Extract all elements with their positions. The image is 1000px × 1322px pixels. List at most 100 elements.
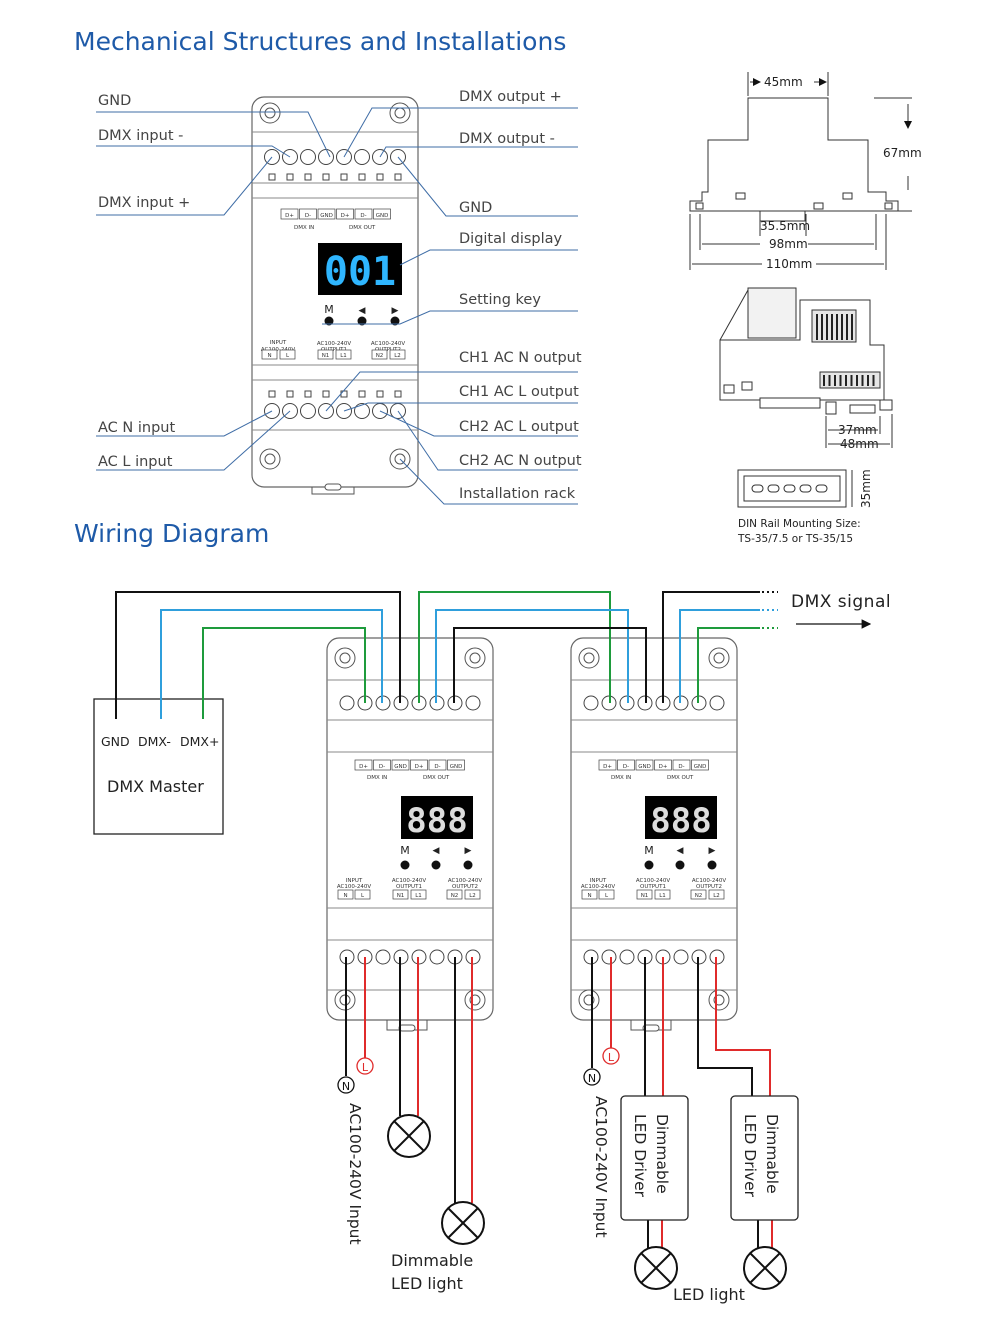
terminal-box — [447, 759, 465, 771]
bottom-terminal-hole — [601, 949, 617, 965]
bottom-screw — [304, 390, 312, 398]
rail-slot — [767, 484, 780, 493]
top-screw — [376, 173, 384, 181]
terminal-box — [336, 208, 354, 220]
dim-98mm: 98mm — [769, 237, 808, 251]
label-dmx-output-plus: DMX output + — [459, 89, 562, 105]
iso-view — [719, 287, 893, 415]
rail-slots — [751, 484, 828, 493]
terminal-label: L2 — [394, 353, 401, 359]
main-dmx-out: DMX OUT — [349, 225, 376, 231]
svg-text:INPUT: INPUT — [270, 340, 287, 346]
output-label: INPUT — [346, 878, 363, 884]
terminal-box — [410, 759, 428, 771]
terminal-label: D+ — [341, 213, 350, 219]
rail-note-1: DIN Rail Mounting Size: — [738, 518, 861, 530]
terminal-label: D- — [678, 764, 684, 770]
dim-48mm: 48mm — [840, 437, 879, 451]
terminal-box — [690, 889, 707, 900]
dmx-signal-label: DMX signal — [791, 592, 891, 612]
terminal-label: L — [286, 353, 290, 359]
terminal-label: L — [605, 893, 609, 899]
terminal-label: N1 — [641, 893, 649, 899]
device1-n-marker — [337, 1076, 355, 1094]
bottom-screw — [286, 390, 294, 398]
dim-67mm: 67mm — [883, 146, 922, 160]
lcd — [401, 796, 473, 839]
top-screw — [304, 173, 312, 181]
terminal-label: GND — [320, 213, 333, 219]
terminal-box — [354, 208, 373, 220]
svg-text:LED Driver: LED Driver — [631, 1114, 649, 1198]
label-ch2-l: CH2 AC L output — [459, 419, 579, 435]
key — [463, 860, 473, 870]
top-screw — [358, 173, 366, 181]
dmx-master-title: DMX Master — [107, 777, 204, 796]
device2-l-marker — [602, 1047, 620, 1065]
rail-note-2: TS-35/7.5 or TS-35/15 — [737, 533, 853, 545]
key — [431, 860, 441, 870]
driver-box-2 — [730, 1095, 799, 1221]
key-m-label: M — [400, 844, 410, 857]
svg-text:OUTPUT2: OUTPUT2 — [375, 347, 401, 353]
output-label: OUTPUT1 — [640, 884, 666, 890]
terminal-label: N1 — [397, 893, 405, 899]
terminal-box — [371, 349, 388, 360]
main-key-m-label: M — [324, 303, 334, 316]
terminal-box — [337, 889, 354, 900]
label-dmx-input-minus: DMX input - — [98, 128, 183, 144]
dmx-master-box — [93, 698, 224, 835]
label-ch1-l: CH1 AC L output — [459, 384, 579, 400]
terminal-box — [354, 889, 371, 900]
output-label: INPUT — [590, 878, 607, 884]
output-label: OUTPUT1 — [396, 884, 422, 890]
terminal-label: L — [361, 893, 365, 899]
svg-text:LED Driver: LED Driver — [741, 1114, 759, 1198]
label-ch2-n: CH2 AC N output — [459, 453, 582, 469]
terminal-box — [373, 759, 391, 771]
bottom-terminal-hole — [354, 403, 370, 419]
terminal-label: N — [267, 353, 271, 359]
dmx-master-gnd: GND — [101, 734, 130, 749]
svg-text:AC100-240V: AC100-240V — [371, 341, 405, 347]
terminal-box — [389, 349, 406, 360]
top-screw — [340, 173, 348, 181]
rail-slot — [799, 484, 812, 493]
terminal-box — [299, 208, 317, 220]
lcd — [645, 796, 717, 839]
svg-text:L: L — [608, 1051, 615, 1064]
terminal-box — [598, 759, 617, 771]
device1-l-marker — [356, 1057, 374, 1075]
terminal-box — [635, 759, 654, 771]
lcd-digits: 888 — [406, 801, 467, 841]
bottom-terminal-hole — [375, 949, 391, 965]
terminal-box — [410, 889, 427, 900]
main-key-left — [357, 316, 367, 326]
bottom-terminal-hole — [619, 949, 635, 965]
terminal-box — [280, 208, 299, 220]
iso-dims — [825, 414, 893, 448]
lamp-3 — [634, 1246, 678, 1290]
lamp-2 — [441, 1201, 485, 1245]
bottom-terminal-hole — [673, 949, 689, 965]
dim-45mm: 45mm — [764, 75, 803, 89]
terminal-box — [464, 889, 481, 900]
terminal-label: D+ — [603, 764, 612, 770]
output-label: AC100-240V — [692, 878, 726, 884]
terminal-label: N1 — [322, 353, 330, 359]
terminal-box — [581, 889, 598, 900]
terminal-label: GND — [394, 764, 407, 770]
label-ac-l-input: AC L input — [98, 454, 173, 470]
terminal-box — [317, 349, 334, 360]
dmx-in-label: DMX IN — [611, 775, 631, 781]
key — [644, 860, 654, 870]
side-profile — [689, 72, 912, 270]
dim-110mm: 110mm — [766, 257, 812, 271]
callout-lines — [96, 107, 578, 505]
driver-box-1 — [620, 1095, 689, 1221]
top-terminal-hole — [318, 149, 334, 165]
bottom-screw — [340, 390, 348, 398]
